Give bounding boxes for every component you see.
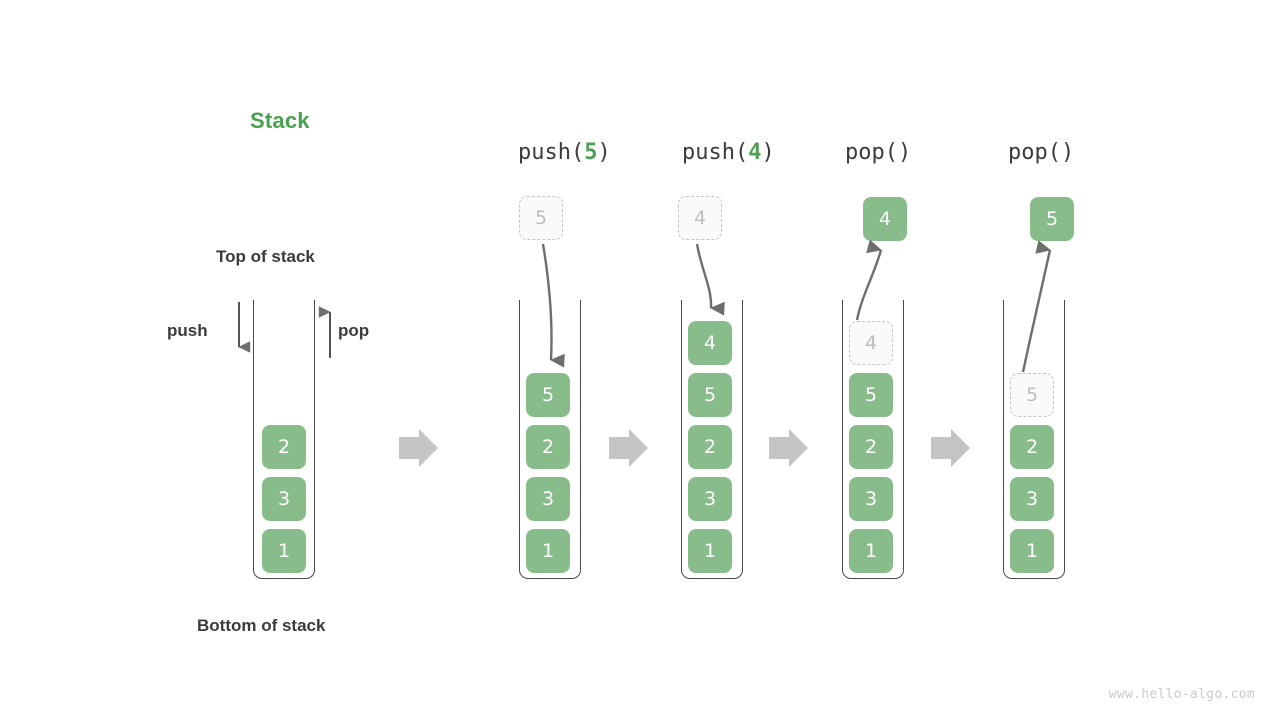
op-header-arg: 5 [584, 140, 598, 165]
flow-arrow-push-4 [695, 243, 725, 316]
stack-cell: 3 [526, 477, 570, 521]
popped-cell: 4 [863, 197, 907, 241]
stack-cell: 3 [688, 477, 732, 521]
stack-cell: 3 [262, 477, 306, 521]
op-header-suffix: ) [761, 140, 775, 165]
op-header-prefix: push( [682, 140, 749, 165]
op-header-pop-2: pop() [1008, 140, 1074, 165]
stack-cell: 2 [262, 425, 306, 469]
op-header-pop-1: pop() [845, 140, 911, 165]
stack-cell-ghost: 5 [1010, 373, 1054, 417]
stack-container-pop-2 [1003, 300, 1065, 579]
step-arrow-1 [399, 429, 438, 467]
stack-container-push-4 [681, 300, 743, 579]
stack-cell: 3 [849, 477, 893, 521]
floating-ghost-cell: 4 [678, 196, 722, 240]
op-header-suffix: ) [897, 140, 912, 165]
floating-ghost-cell: 5 [519, 196, 563, 240]
op-header-push-5: push(5) [518, 140, 611, 165]
stack-container-pop-1 [842, 300, 904, 579]
stack-cell: 5 [526, 373, 570, 417]
page-title: Stack [250, 108, 310, 133]
op-header-suffix: ) [1060, 140, 1075, 165]
stack-cell: 2 [688, 425, 732, 469]
op-header-prefix: pop( [845, 140, 898, 165]
op-header-arg: 4 [748, 140, 762, 165]
step-arrow-4 [931, 429, 970, 467]
stack-container-push-5 [519, 300, 581, 579]
watermark: www.hello-algo.com [1108, 687, 1255, 702]
popped-cell: 5 [1030, 197, 1074, 241]
stack-cell: 1 [849, 529, 893, 573]
op-header-push-4: push(4) [682, 140, 775, 165]
push-label: push [167, 321, 208, 340]
stack-cell-ghost: 4 [849, 321, 893, 365]
stack-cell: 2 [1010, 425, 1054, 469]
stack-cell: 1 [1010, 529, 1054, 573]
stack-cell: 5 [688, 373, 732, 417]
op-header-prefix: pop( [1008, 140, 1061, 165]
op-header-prefix: push( [518, 140, 585, 165]
bottom-of-stack-label: Bottom of stack [197, 616, 326, 635]
top-of-stack-label: Top of stack [216, 247, 315, 266]
stack-cell: 2 [526, 425, 570, 469]
stack-cell: 1 [526, 529, 570, 573]
step-arrow-3 [769, 429, 808, 467]
stack-cell: 4 [688, 321, 732, 365]
stack-container-initial [253, 300, 315, 579]
op-header-suffix: ) [597, 140, 611, 165]
stack-cell: 5 [849, 373, 893, 417]
pop-label: pop [338, 321, 370, 340]
stack-cell: 1 [262, 529, 306, 573]
stack-cell: 2 [849, 425, 893, 469]
stack-cell: 3 [1010, 477, 1054, 521]
step-arrow-2 [609, 429, 648, 467]
stack-cell: 1 [688, 529, 732, 573]
